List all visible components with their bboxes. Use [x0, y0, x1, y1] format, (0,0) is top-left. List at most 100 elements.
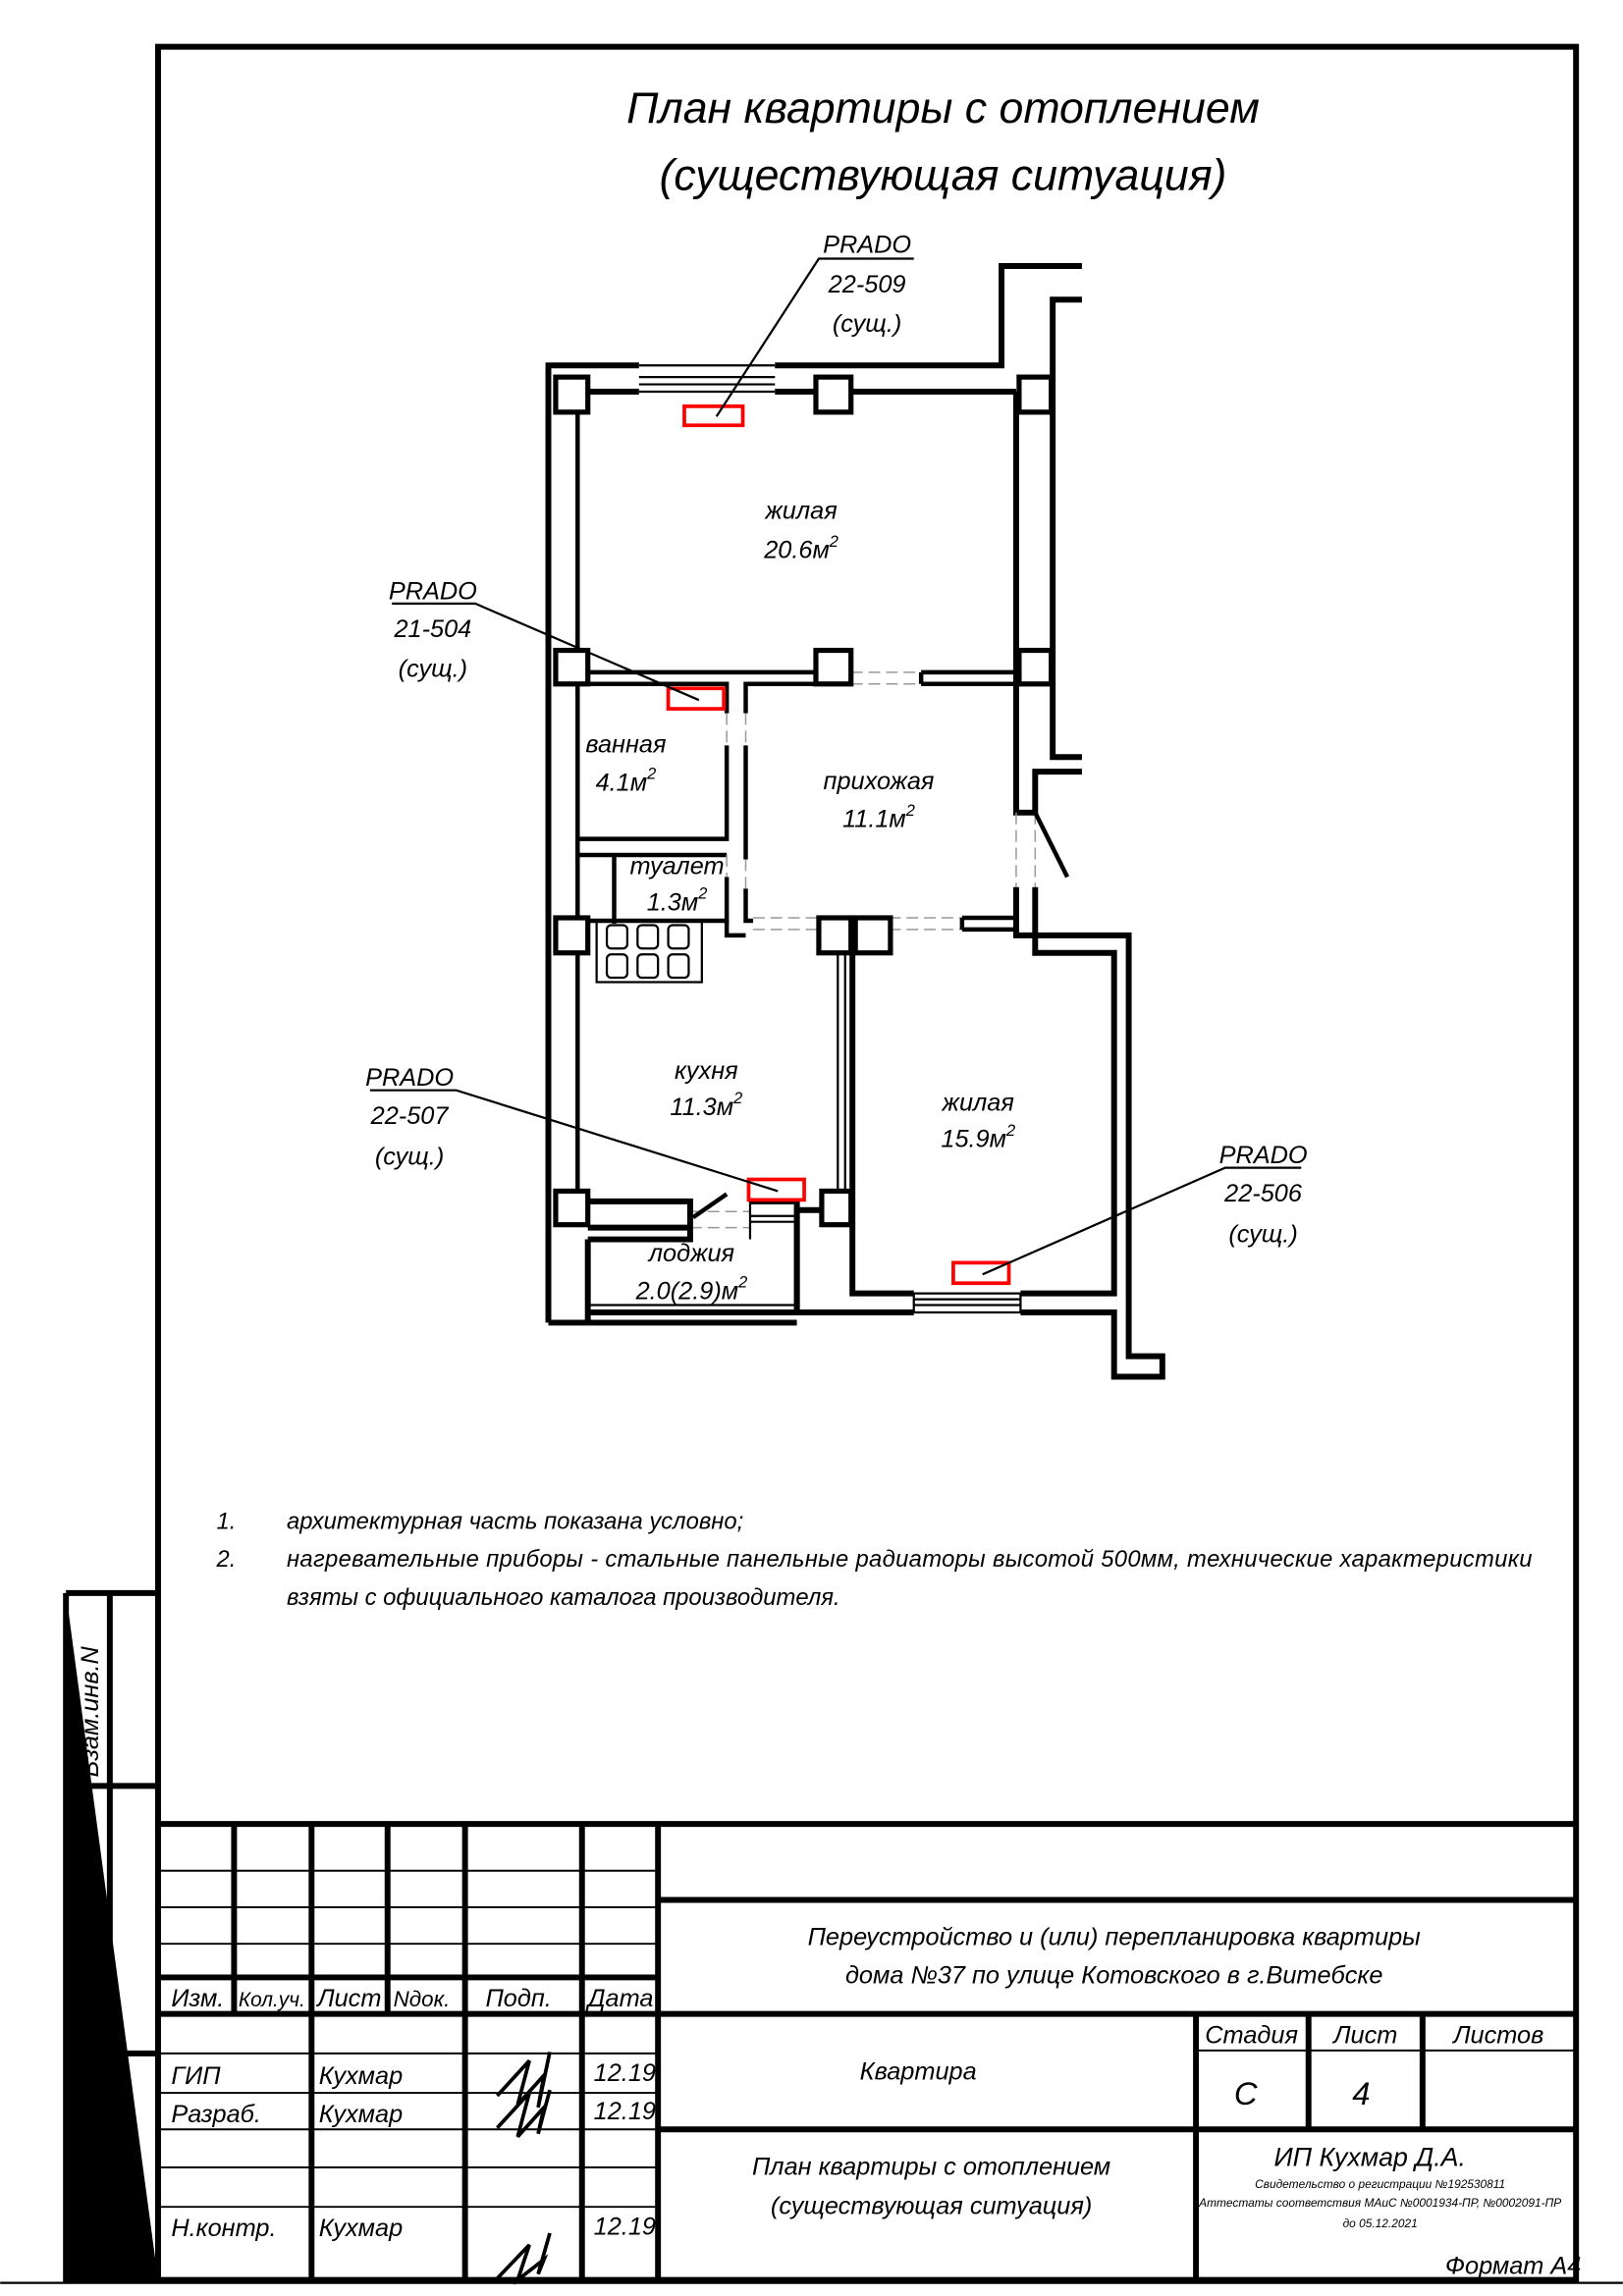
svg-text:15.9м2: 15.9м2 — [941, 1122, 1015, 1153]
radiator-21-504 — [666, 686, 727, 711]
sheet-value: 4 — [1352, 2075, 1370, 2111]
notes: 1. архитектурная часть показана условно;… — [216, 1508, 1533, 1610]
header-izm: Изм. — [171, 1985, 224, 2012]
svg-text:(сущ.): (сущ.) — [1228, 1221, 1297, 1249]
partition — [837, 952, 846, 1192]
leader-line — [392, 602, 700, 702]
structural-columns — [553, 374, 1055, 1228]
sheets-label: Листов — [1451, 2021, 1543, 2049]
radiator-22-507 — [746, 1177, 806, 1202]
signature — [496, 2051, 552, 2285]
svg-text:PRADO: PRADO — [823, 232, 911, 259]
door-leaf — [691, 1192, 729, 1220]
svg-text:кухня: кухня — [675, 1057, 738, 1085]
leader-line — [715, 257, 914, 417]
sheet-label: Лист — [1331, 2021, 1397, 2049]
date-razrab: 12.19 — [594, 2098, 656, 2125]
room-label: лоджия 2.0(2.9)м2 — [635, 1240, 748, 1306]
date-nkontr: 12.19 — [594, 2213, 656, 2240]
project-title-line1: Переустройство и (или) перепланировка кв… — [808, 1924, 1422, 1951]
note-text: взяты с официального каталога производит… — [287, 1584, 840, 1611]
date-gip: 12.19 — [594, 2059, 656, 2087]
header-ndok: Nдок. — [394, 1987, 451, 2011]
svg-text:жилая: жилая — [942, 1090, 1014, 1117]
radiator-label: PRADO 22-506 (сущ.) — [1219, 1142, 1308, 1248]
room-label: прихожая 11.1м2 — [824, 768, 935, 833]
role-nkontr: Н.контр. — [171, 2215, 276, 2242]
stamp-vzam: Взам.инв.N — [77, 1645, 104, 1777]
svg-text:22-507: 22-507 — [370, 1102, 450, 1130]
svg-text:прихожая: прихожая — [824, 768, 935, 795]
svg-text:11.3м2: 11.3м2 — [670, 1090, 742, 1121]
name-razrab: Кухмар — [319, 2101, 403, 2128]
note-number: 1. — [217, 1508, 237, 1534]
svg-text:(сущ.): (сущ.) — [375, 1144, 444, 1171]
floor-plan: PRADO 22-509 (сущ.) PRADO 21-504 (сущ.) PRAD… — [365, 232, 1308, 1380]
title-block: Изм. Кол.уч. Лист Nдок. Подп. Дата ГИП К… — [157, 1821, 1577, 2285]
radiator-22-509 — [682, 404, 745, 428]
role-gip: ГИП — [171, 2062, 221, 2090]
header-kol: Кол.уч. — [239, 1989, 305, 2011]
loggia-wall — [548, 1198, 800, 1326]
company-cert: Аттестаты соответствия МАиС №0001934-ПР,… — [1198, 2196, 1561, 2210]
sheet-title-line2: (существующая ситуация) — [771, 2193, 1092, 2220]
stamp-podp: Подп. и дата — [77, 1876, 104, 2031]
header-data: Дата — [585, 1985, 654, 2012]
sheet-format: Формат А4 — [1445, 2253, 1581, 2280]
room-label: жилая 20.6м2 — [763, 498, 839, 564]
stage-value: С — [1234, 2075, 1258, 2111]
door-opening — [689, 671, 1037, 1229]
stage-label: Стадия — [1205, 2021, 1298, 2049]
header-list: Лист — [315, 1985, 381, 2012]
svg-text:2.0(2.9)м2: 2.0(2.9)м2 — [635, 1274, 748, 1306]
leader-line — [982, 1166, 1302, 1276]
name-nkontr: Кухмар — [319, 2215, 403, 2242]
sheet-title-line1: План квартиры с отоплением — [752, 2153, 1110, 2180]
note-text: архитектурная часть показана условно; — [287, 1508, 743, 1534]
room-label: жилая 15.9м2 — [941, 1090, 1015, 1153]
svg-text:PRADO: PRADO — [1219, 1142, 1308, 1169]
svg-text:20.6м2: 20.6м2 — [763, 533, 839, 564]
drawing-title-line2: (существующая ситуация) — [660, 152, 1227, 200]
svg-text:жилая: жилая — [764, 498, 837, 525]
room-label: туалет 1.3м2 — [629, 852, 724, 916]
wall — [577, 745, 753, 924]
window — [912, 1292, 1022, 1314]
svg-text:21-504: 21-504 — [393, 615, 471, 643]
company-valid: до 05.12.2021 — [1343, 2216, 1418, 2230]
radiator-label: PRADO 22-509 (сущ.) — [823, 232, 911, 338]
svg-text:лоджия: лоджия — [647, 1240, 734, 1267]
note-number: 2. — [216, 1546, 237, 1573]
svg-text:ванная: ванная — [585, 731, 666, 759]
stamp-inv: Инв.N подл. — [77, 2106, 104, 2244]
object-name: Квартира — [860, 2058, 977, 2086]
svg-text:PRADO: PRADO — [389, 577, 477, 605]
note-text: нагревательные приборы - стальные панель… — [287, 1546, 1533, 1573]
loggia-window — [587, 1201, 797, 1307]
stove-icon — [595, 919, 703, 984]
leader-line — [369, 1089, 779, 1193]
window — [638, 364, 776, 394]
radiator-22-506 — [951, 1260, 1011, 1286]
svg-text:1.3м2: 1.3м2 — [647, 885, 708, 917]
svg-text:11.1м2: 11.1м2 — [842, 802, 915, 833]
company-reg: Свидетельство о регистрации №192530811 — [1255, 2177, 1505, 2191]
svg-text:PRADO: PRADO — [365, 1064, 454, 1092]
svg-text:22-506: 22-506 — [1223, 1180, 1303, 1207]
svg-text:туалет: туалет — [629, 852, 724, 880]
room-label: кухня 11.3м2 — [670, 1057, 742, 1121]
svg-text:22-509: 22-509 — [828, 271, 906, 298]
header-podp: Подп. — [485, 1985, 551, 2012]
outer-wall — [545, 262, 1082, 1323]
name-gip: Кухмар — [319, 2062, 403, 2090]
wall — [587, 915, 1016, 938]
drawing-title-line1: План квартиры с отоплением — [626, 84, 1260, 133]
svg-text:(сущ.): (сущ.) — [833, 310, 901, 338]
project-title-line2: дома №37 по улице Котовского в г.Витебск… — [845, 1961, 1382, 1989]
side-stamp: Взам.инв.N Подп. и дата Инв.N подл. — [63, 1589, 158, 2283]
sheet-frame — [155, 43, 1580, 2283]
role-razrab: Разраб. — [171, 2101, 261, 2128]
